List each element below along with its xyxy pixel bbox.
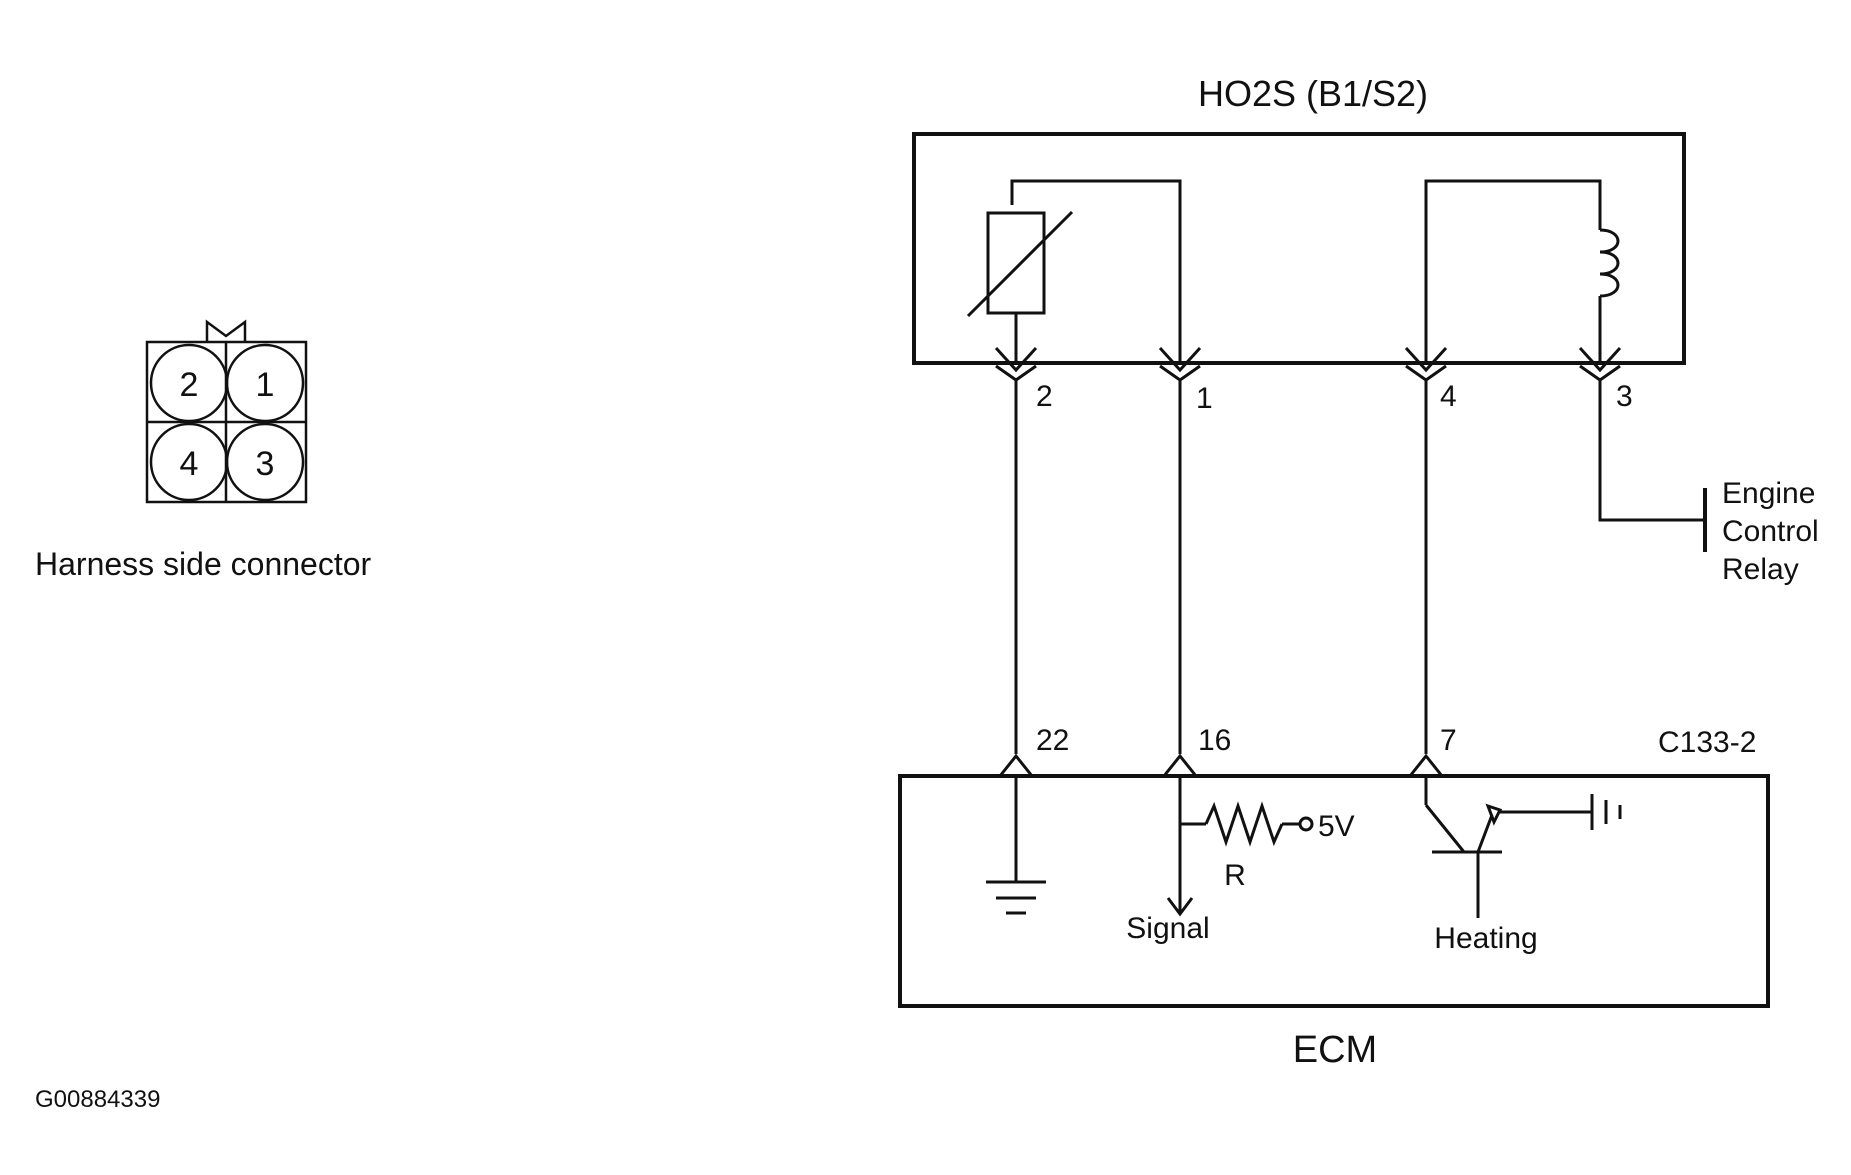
ecm-module: ECM C133-2 22 16 7 5V R Signal (898, 724, 1770, 1071)
sensor-internal-wire (1010, 179, 1182, 362)
harness-connector: 2 1 4 3 Harness side connector (35, 319, 372, 582)
sensor-pin-label: 3 (1616, 380, 1633, 413)
harness-wires (1014, 380, 1707, 754)
variable-resistor-icon (966, 210, 1074, 318)
connector-pin-label: 4 (180, 445, 199, 483)
voltage-terminal-icon (1298, 816, 1314, 832)
ecm-pin-terminal (998, 753, 1034, 777)
connector-lock-tab (205, 319, 247, 342)
figure-id: G00884339 (35, 1086, 160, 1113)
connector-pin-label: 2 (180, 366, 199, 404)
relay-label: Relay (1722, 553, 1799, 586)
sensor-box (912, 132, 1686, 365)
ecm-pin-label: 22 (1036, 724, 1069, 757)
resistor-icon (1204, 801, 1284, 847)
connector-pin-label: 1 (256, 366, 275, 404)
connector-pin-label: 3 (256, 445, 275, 483)
connector-caption: Harness side connector (35, 546, 372, 582)
ecm-pin-label: 7 (1440, 724, 1457, 757)
resistor-label: R (1224, 859, 1246, 892)
ho2s-sensor: HO2S (B1/S2) 2 1 4 3 (912, 73, 1686, 415)
ecm-pin-label: 16 (1198, 724, 1231, 757)
wire-pin3-to-relay (1598, 380, 1703, 522)
sensor-pin-label: 2 (1036, 380, 1053, 413)
sensor-internal-wire (1424, 179, 1602, 362)
ecm-pin-terminal (1162, 753, 1198, 777)
connector-pin-circle (225, 343, 305, 423)
voltage-label: 5V (1318, 810, 1355, 843)
signal-label: Signal (1126, 912, 1209, 945)
ecm-pin-terminal (1408, 753, 1444, 777)
variable-resistor-icon (986, 211, 1046, 315)
heater-coil-icon (1599, 228, 1620, 298)
engine-control-relay: Engine Control Relay (1722, 477, 1819, 586)
ecm-title: ECM (1293, 1029, 1377, 1071)
chassis-ground-icon (1590, 794, 1622, 830)
ecm-connector-id: C133-2 (1658, 726, 1756, 759)
connector-pin-circle (225, 422, 305, 502)
heating-label: Heating (1434, 922, 1537, 955)
sensor-pin-label: 4 (1440, 380, 1457, 413)
relay-label: Engine (1722, 477, 1815, 510)
ecm-box (898, 774, 1770, 1008)
sensor-title: HO2S (B1/S2) (1198, 73, 1428, 114)
relay-label: Control (1722, 515, 1819, 548)
signal-arrow-icon (1166, 897, 1194, 917)
transistor-icon (1424, 776, 1592, 918)
sensor-pin-label: 1 (1196, 382, 1213, 415)
ground-icon (986, 880, 1046, 915)
